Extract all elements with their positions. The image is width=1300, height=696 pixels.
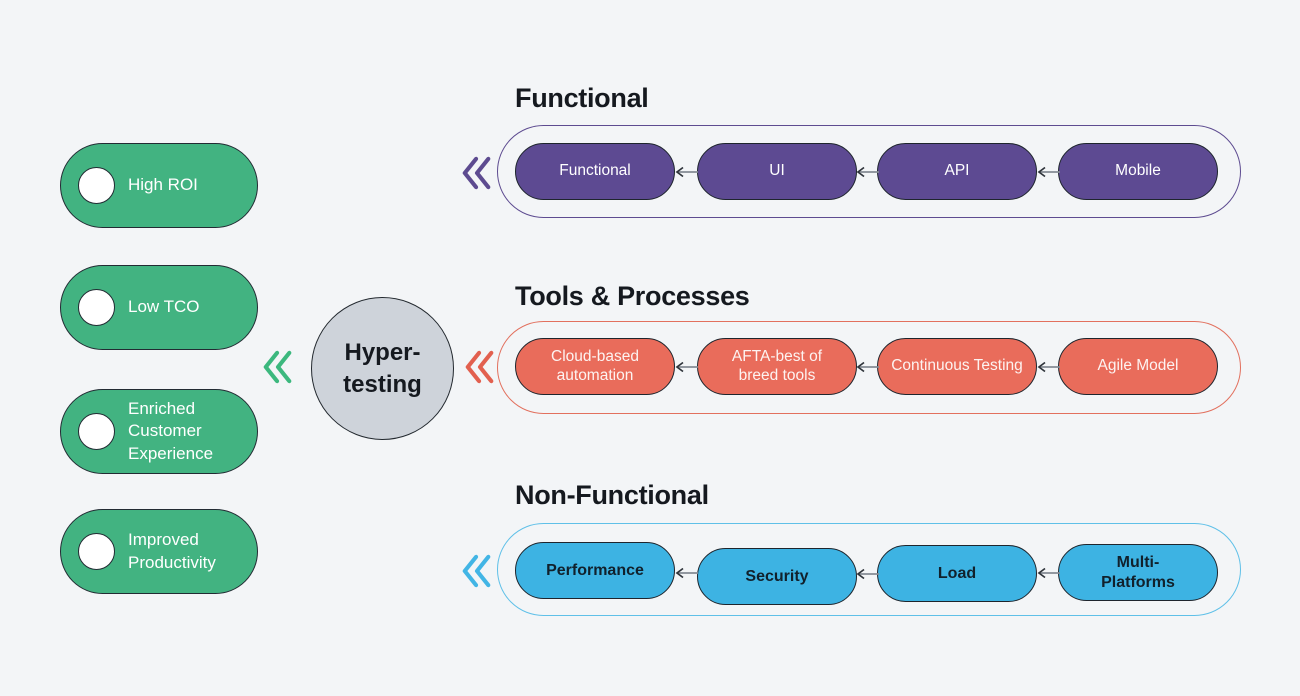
- benefits-chevron-icon: [262, 349, 294, 385]
- row-title-non-functional: Non-Functional: [515, 480, 709, 510]
- node-load: Load: [877, 545, 1037, 602]
- node-label: Cloud-based automation: [551, 347, 639, 384]
- bullet-circle-icon: [78, 533, 115, 570]
- node-continuous-testing: Continuous Testing: [877, 338, 1037, 395]
- benefit-label: Low TCO: [128, 297, 200, 317]
- node-multi-platforms: Multi-Platforms: [1058, 544, 1218, 601]
- benefit-pill-enriched-customer-experience: Enriched Customer Experience: [60, 389, 258, 474]
- node-functional: Functional: [515, 143, 675, 200]
- bullet-circle-icon: [78, 413, 115, 450]
- tools-track: [497, 321, 1241, 414]
- node-performance: Performance: [515, 542, 675, 599]
- node-ui: UI: [697, 143, 857, 200]
- node-label: Functional: [559, 162, 631, 180]
- bullet-circle-icon: [78, 167, 115, 204]
- bullet-circle-icon: [78, 289, 115, 326]
- benefit-label: High ROI: [128, 175, 198, 195]
- row-title-functional: Functional: [515, 83, 649, 113]
- node-security: Security: [697, 548, 857, 605]
- arrow-left-icon: [854, 568, 880, 580]
- benefit-label: Improved Productivity: [128, 530, 216, 572]
- node-cloud-based-automation: Cloud-based automation: [515, 338, 675, 395]
- arrow-left-icon: [1035, 166, 1061, 178]
- functional-track: [497, 125, 1241, 218]
- benefit-label: Enriched Customer Experience: [128, 398, 214, 463]
- arrow-left-icon: [673, 361, 699, 373]
- non-functional-chevron-icon: [461, 553, 493, 589]
- node-api: API: [877, 143, 1037, 200]
- hub-label-line1: Hyper-: [344, 339, 421, 367]
- node-afta-best-of-breed-tools: AFTA-best of breed tools: [697, 338, 857, 395]
- node-label: UI: [769, 162, 785, 180]
- row-title-tools-processes: Tools & Processes: [515, 281, 750, 311]
- functional-chevron-icon: [461, 155, 493, 191]
- benefit-pill-improved-productivity: Improved Productivity: [60, 509, 258, 594]
- node-label: Multi-Platforms: [1101, 553, 1175, 591]
- arrow-left-icon: [854, 361, 880, 373]
- arrow-left-icon: [1035, 567, 1061, 579]
- node-mobile: Mobile: [1058, 143, 1218, 200]
- node-agile-model: Agile Model: [1058, 338, 1218, 395]
- arrow-left-icon: [673, 166, 699, 178]
- node-label: Agile Model: [1097, 357, 1179, 375]
- hub-label-line2: testing: [343, 370, 422, 398]
- node-label: Load: [937, 564, 977, 582]
- node-label: Performance: [546, 561, 644, 579]
- benefit-pill-low-tco: Low TCO: [60, 265, 258, 350]
- arrow-left-icon: [1035, 361, 1061, 373]
- node-label: Security: [745, 567, 809, 585]
- non-functional-track: [497, 523, 1241, 616]
- tools-chevron-icon: [464, 349, 496, 385]
- benefit-pill-high-roi: High ROI: [60, 143, 258, 228]
- hub-circle: Hyper- testing: [311, 297, 454, 440]
- arrow-left-icon: [673, 567, 699, 579]
- node-label: Continuous Testing: [891, 357, 1023, 375]
- node-label: AFTA-best of breed tools: [731, 347, 823, 384]
- arrow-left-icon: [854, 166, 880, 178]
- node-label: Mobile: [1115, 162, 1161, 180]
- node-label: API: [944, 162, 970, 180]
